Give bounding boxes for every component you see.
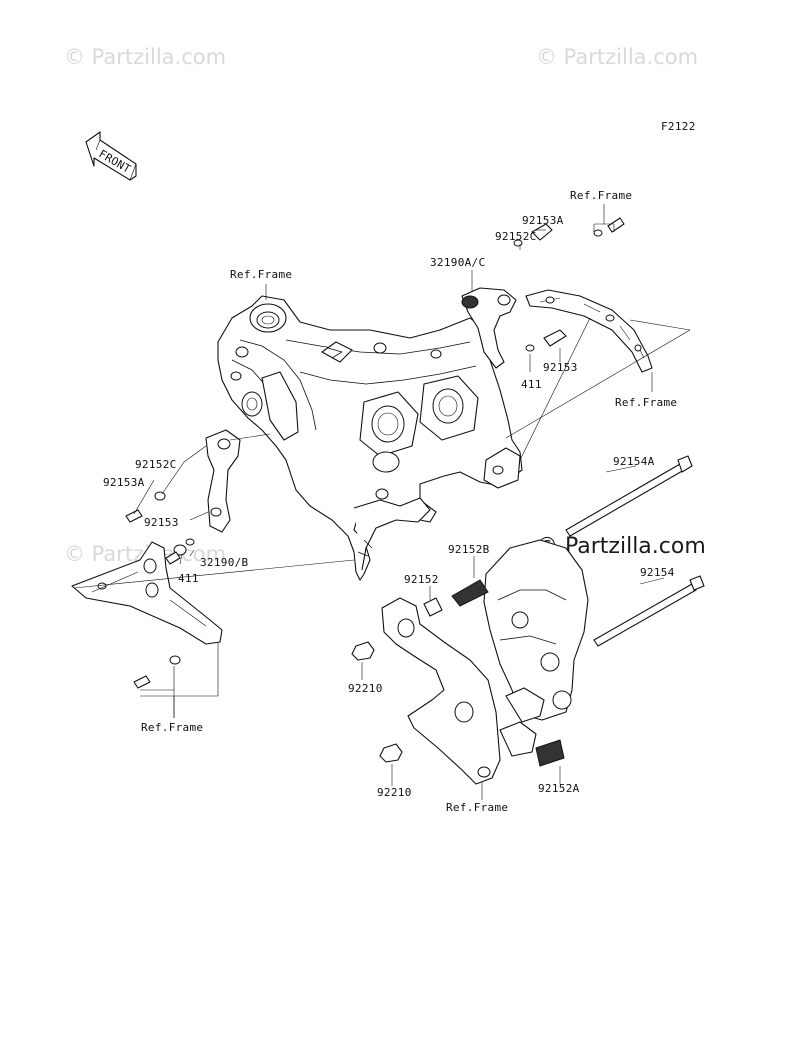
- left-bracket-group: [71, 429, 241, 689]
- callout-part-number: 92153: [144, 516, 179, 529]
- watermark-top-right: © Partzilla.com: [536, 45, 698, 69]
- front-direction-arrow-icon: FRONT: [85, 131, 137, 181]
- callout-ref-frame: Ref.Frame: [570, 189, 632, 202]
- callout-part-number: 92153A: [103, 476, 145, 489]
- leader-lines: [73, 204, 691, 800]
- watermark-text: © Partzilla.com: [536, 45, 698, 69]
- watermark-text: © Partzilla.com: [64, 45, 226, 69]
- watermark-top-left: © Partzilla.com: [64, 45, 226, 69]
- callout-labels: Ref.Frame Ref.Frame 92153A 92152C 32190A…: [103, 189, 677, 814]
- callout-part-number: 92152C: [135, 458, 177, 471]
- callout-part-number: 32190/B: [200, 556, 249, 569]
- callout-part-number: 92152C: [495, 230, 537, 243]
- callout-part-number: 92154: [640, 566, 675, 579]
- callout-ref-frame: Ref.Frame: [230, 268, 292, 281]
- callout-part-number: 92154A: [613, 455, 655, 468]
- callout-part-number: 92152: [404, 573, 439, 586]
- callout-part-number: 32190A/C: [430, 256, 485, 269]
- callout-part-number: 92210: [377, 786, 412, 799]
- callout-ref-frame: Ref.Frame: [615, 396, 677, 409]
- callout-part-number: 411: [521, 378, 542, 391]
- callout-part-number: 411: [178, 572, 199, 585]
- callout-part-number: 92152A: [538, 782, 580, 795]
- main-frame-illustration: [217, 295, 523, 581]
- callout-part-number: 92153A: [522, 214, 564, 227]
- callout-part-number: 92153: [543, 361, 578, 374]
- lower-right-engine-mount-group: [351, 455, 705, 785]
- callout-part-number: 92152B: [448, 543, 490, 556]
- upper-right-bracket-group: [461, 217, 653, 373]
- callout-ref-frame: Ref.Frame: [141, 721, 203, 734]
- callout-part-number: 92210: [348, 682, 383, 695]
- callout-ref-frame: Ref.Frame: [446, 801, 508, 814]
- diagram-code: F2122: [661, 120, 696, 133]
